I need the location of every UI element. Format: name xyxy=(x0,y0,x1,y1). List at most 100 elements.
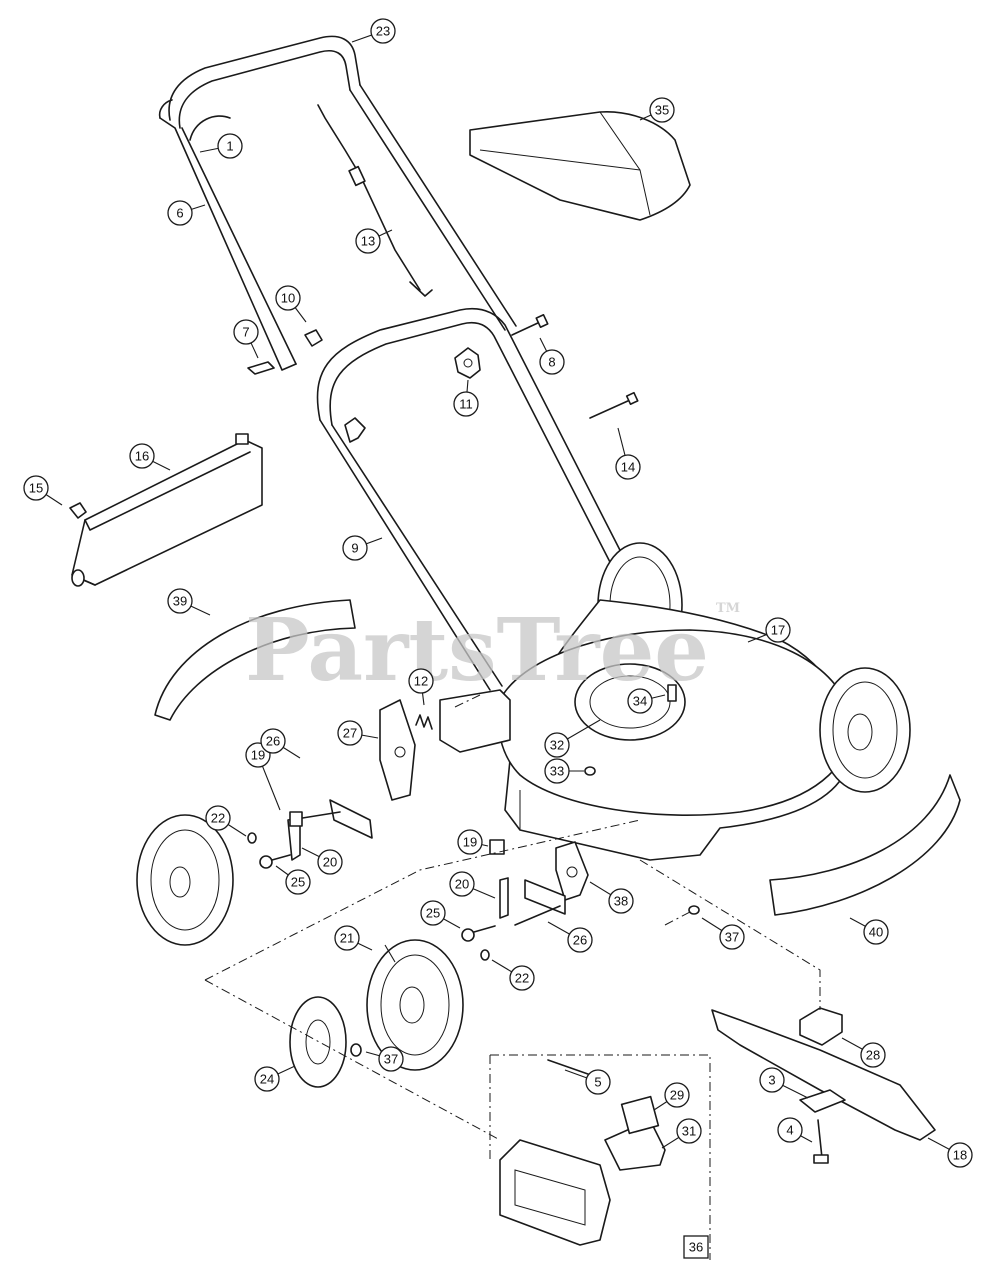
callout-c34: 34 xyxy=(627,688,666,714)
lever-right xyxy=(489,839,509,919)
callout-label: 9 xyxy=(351,541,358,556)
callout-c23: 23 xyxy=(351,18,396,44)
front-wheel-right xyxy=(819,667,911,793)
callout-circle xyxy=(457,829,483,855)
spring-12 xyxy=(415,714,433,730)
callout-c26a: 26 xyxy=(260,728,301,759)
callout-label: 40 xyxy=(869,925,883,940)
callout-circle xyxy=(860,1042,886,1068)
callout-label: 24 xyxy=(260,1072,274,1087)
callout-label: 34 xyxy=(633,694,647,709)
callout-label: 37 xyxy=(384,1052,398,1067)
callout-label: 5 xyxy=(594,1075,601,1090)
callout-circle xyxy=(342,535,368,561)
blade-18 xyxy=(711,1009,936,1141)
callout-label: 13 xyxy=(361,234,375,249)
callout-c38: 38 xyxy=(589,881,634,914)
callout-c15: 15 xyxy=(23,475,63,506)
bolt-14 xyxy=(589,391,639,419)
callout-c11: 11 xyxy=(453,379,479,417)
callout-circle xyxy=(777,1117,803,1143)
callout-c18: 18 xyxy=(927,1137,973,1168)
callout-c20a: 20 xyxy=(301,847,343,875)
callout-c19b: 19 xyxy=(457,829,489,855)
cable-tie-10 xyxy=(304,329,323,347)
callout-circle xyxy=(23,475,49,501)
callout-c22a: 22 xyxy=(205,805,247,837)
callout-circle xyxy=(317,849,343,875)
callout-c37b: 37 xyxy=(365,1046,404,1072)
callout-circle xyxy=(337,720,363,746)
callout-c27: 27 xyxy=(337,720,379,746)
callout-label: 6 xyxy=(176,206,183,221)
callout-label: 10 xyxy=(281,291,295,306)
callout-label: 39 xyxy=(173,594,187,609)
control-cable xyxy=(317,104,433,297)
callout-label: 8 xyxy=(548,355,555,370)
callout-label: 25 xyxy=(291,875,305,890)
callout-circle xyxy=(275,285,301,311)
callout-circle xyxy=(167,200,193,226)
callout-label: 20 xyxy=(455,877,469,892)
callout-c33: 33 xyxy=(544,758,584,784)
callout-circle xyxy=(167,588,193,614)
callout-circle xyxy=(355,228,381,254)
bolt-8 xyxy=(511,313,549,336)
callout-label: 4 xyxy=(786,1123,793,1138)
callout-c16: 16 xyxy=(129,443,171,471)
callout-circle xyxy=(759,1067,785,1093)
callout-label: 15 xyxy=(29,481,43,496)
callout-circle xyxy=(676,1118,702,1144)
blade-bolt-4 xyxy=(813,1119,829,1164)
callout-circle xyxy=(608,888,634,914)
grass-chute-35 xyxy=(469,111,691,221)
nut-33 xyxy=(584,766,596,776)
callout-c13: 13 xyxy=(355,228,393,254)
callout-circle xyxy=(129,443,155,469)
rear-flap xyxy=(71,433,263,587)
callout-label: 14 xyxy=(621,460,635,475)
assembly-box-label: 36 xyxy=(689,1240,703,1255)
skirt-39 xyxy=(154,599,356,721)
callout-c1: 1 xyxy=(199,133,243,159)
callout-circle xyxy=(233,319,259,345)
rear-wheel-left xyxy=(136,814,234,946)
callout-circle xyxy=(408,668,434,694)
adapter-28 xyxy=(799,1007,843,1046)
callout-circle xyxy=(254,1066,280,1092)
callout-c21: 21 xyxy=(334,925,373,951)
callout-c25a: 25 xyxy=(275,865,311,895)
callout-c8: 8 xyxy=(539,337,565,375)
callout-c7: 7 xyxy=(233,319,259,359)
callout-label: 25 xyxy=(426,906,440,921)
callout-c29: 29 xyxy=(653,1082,690,1111)
callout-circle xyxy=(420,900,446,926)
callouts: 1345678910111213141516171819192020212222… xyxy=(23,18,973,1168)
callout-label: 19 xyxy=(251,748,265,763)
callout-label: 11 xyxy=(459,397,473,412)
callout-c14: 14 xyxy=(615,427,641,480)
wheel-21 xyxy=(366,939,464,1071)
callout-circle xyxy=(567,927,593,953)
callout-circle xyxy=(217,133,243,159)
callout-circle xyxy=(370,18,396,44)
callout-label: 28 xyxy=(866,1048,880,1063)
assembly-lines xyxy=(204,694,821,1260)
callout-c37a: 37 xyxy=(701,917,745,950)
callout-c31: 31 xyxy=(661,1118,702,1149)
callout-circle xyxy=(544,732,570,758)
clip-15 xyxy=(69,502,87,519)
callout-circle xyxy=(664,1082,690,1108)
height-adjuster-27 xyxy=(379,699,416,801)
upper-handle xyxy=(158,35,517,371)
callout-label: 20 xyxy=(323,855,337,870)
callout-circle xyxy=(260,728,286,754)
callout-circle xyxy=(205,805,231,831)
grass-bag-frame xyxy=(499,1059,666,1246)
callout-c40: 40 xyxy=(849,917,889,945)
callout-circle xyxy=(285,869,311,895)
stiffener-3 xyxy=(799,1089,846,1113)
callout-circle xyxy=(378,1046,404,1072)
callout-c6: 6 xyxy=(167,200,206,226)
callout-circle xyxy=(615,454,641,480)
